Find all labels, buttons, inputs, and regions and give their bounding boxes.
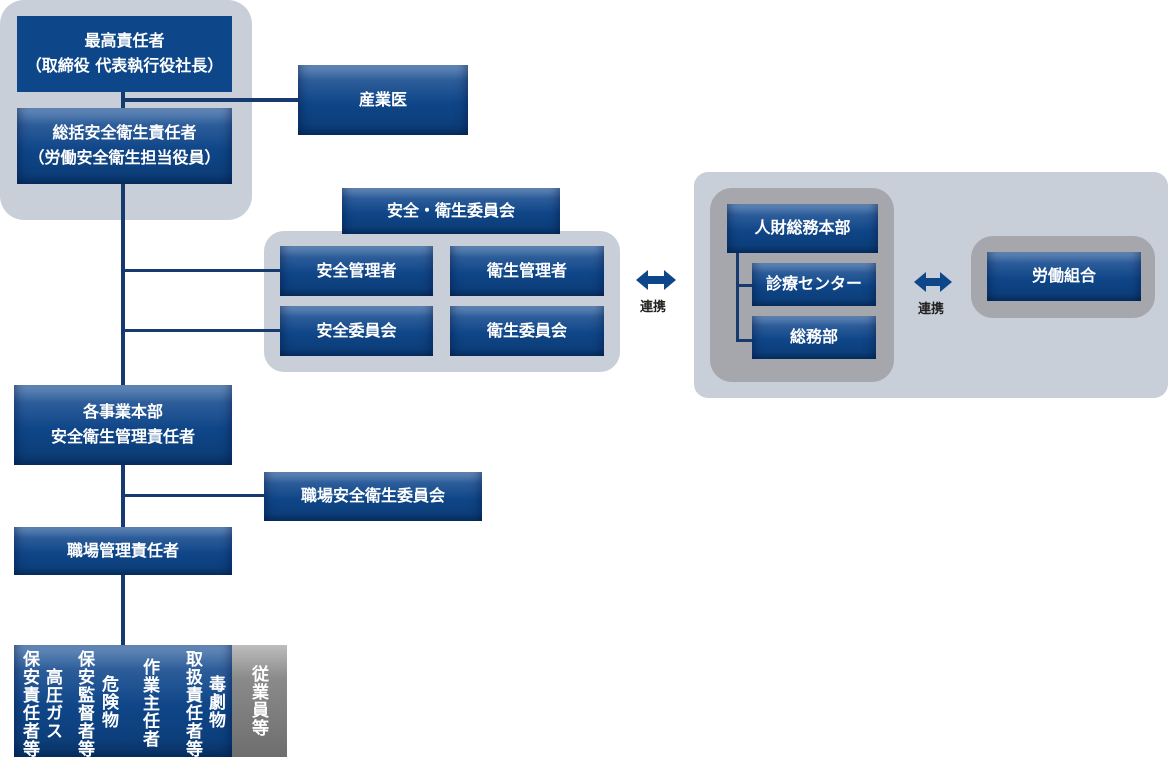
- division-manager-box: 各事業本部安全衛生管理責任者: [14, 385, 232, 465]
- committee-connector-line-1: [123, 269, 280, 272]
- employees-box: [232, 645, 287, 757]
- link-label-1: 連携: [640, 300, 667, 315]
- hr-general-affairs-box: 人財総務本部: [727, 204, 878, 253]
- employees-label: 従業員等: [248, 665, 268, 737]
- ceo-title: 最高責任者: [84, 31, 165, 51]
- industrial-doctor-box: 産業医: [298, 65, 468, 135]
- division-title: 各事業本部: [82, 402, 163, 422]
- ceo-box: 最高責任者 （取締役 代表執行役社長）: [17, 16, 232, 92]
- labor-union-box: 労働組合: [987, 252, 1141, 301]
- main-connector-line: [121, 92, 125, 645]
- clinic-center-box: 診療センター: [752, 263, 876, 306]
- general-safety-manager-box: 総括安全衛生責任者 （労働安全衛生担当役員）: [17, 108, 232, 184]
- safety-manager-box: 安全管理者: [280, 246, 433, 296]
- health-committee-box: 衛生委員会: [450, 306, 604, 356]
- division-subtitle: 安全衛生管理責任者: [50, 427, 195, 446]
- general-safety-manager-title: 総括安全衛生責任者: [52, 123, 197, 143]
- double-arrow-icon: [914, 272, 952, 292]
- bottom-column: 高圧ガス: [42, 668, 62, 740]
- bottom-column: 危険物: [98, 675, 118, 729]
- bottom-column: 保安責任者等: [19, 650, 39, 758]
- bottom-column: 毒劇物: [205, 675, 225, 729]
- safety-committee-box: 安全委員会: [280, 306, 433, 356]
- workplace-committee-connector-line: [123, 494, 264, 497]
- bottom-column: 保安監督者等: [74, 650, 94, 758]
- committee-title-box: 安全・衛生委員会: [342, 188, 560, 234]
- workplace-committee-box: 職場安全衛生委員会: [264, 472, 482, 521]
- general-safety-manager-subtitle: （労働安全衛生担当役員）: [28, 148, 221, 167]
- qualified-personnel-box: [14, 645, 232, 757]
- link-label-2: 連携: [918, 302, 945, 317]
- hr-connector-line: [736, 253, 739, 342]
- double-arrow-icon: [636, 270, 676, 290]
- general-affairs-box: 総務部: [752, 316, 876, 359]
- workplace-manager-box: 職場管理責任者: [14, 527, 232, 575]
- committee-connector-line-2: [123, 329, 280, 332]
- doctor-connector-line: [123, 98, 298, 102]
- hr-branch-line-2: [736, 339, 752, 342]
- ceo-subtitle: （取締役 代表執行役社長）: [25, 56, 224, 75]
- health-manager-box: 衛生管理者: [450, 246, 604, 296]
- bottom-column: 取扱責任者等: [182, 650, 202, 758]
- hr-branch-line-1: [736, 284, 752, 287]
- bottom-column: 作業主任者: [139, 658, 159, 748]
